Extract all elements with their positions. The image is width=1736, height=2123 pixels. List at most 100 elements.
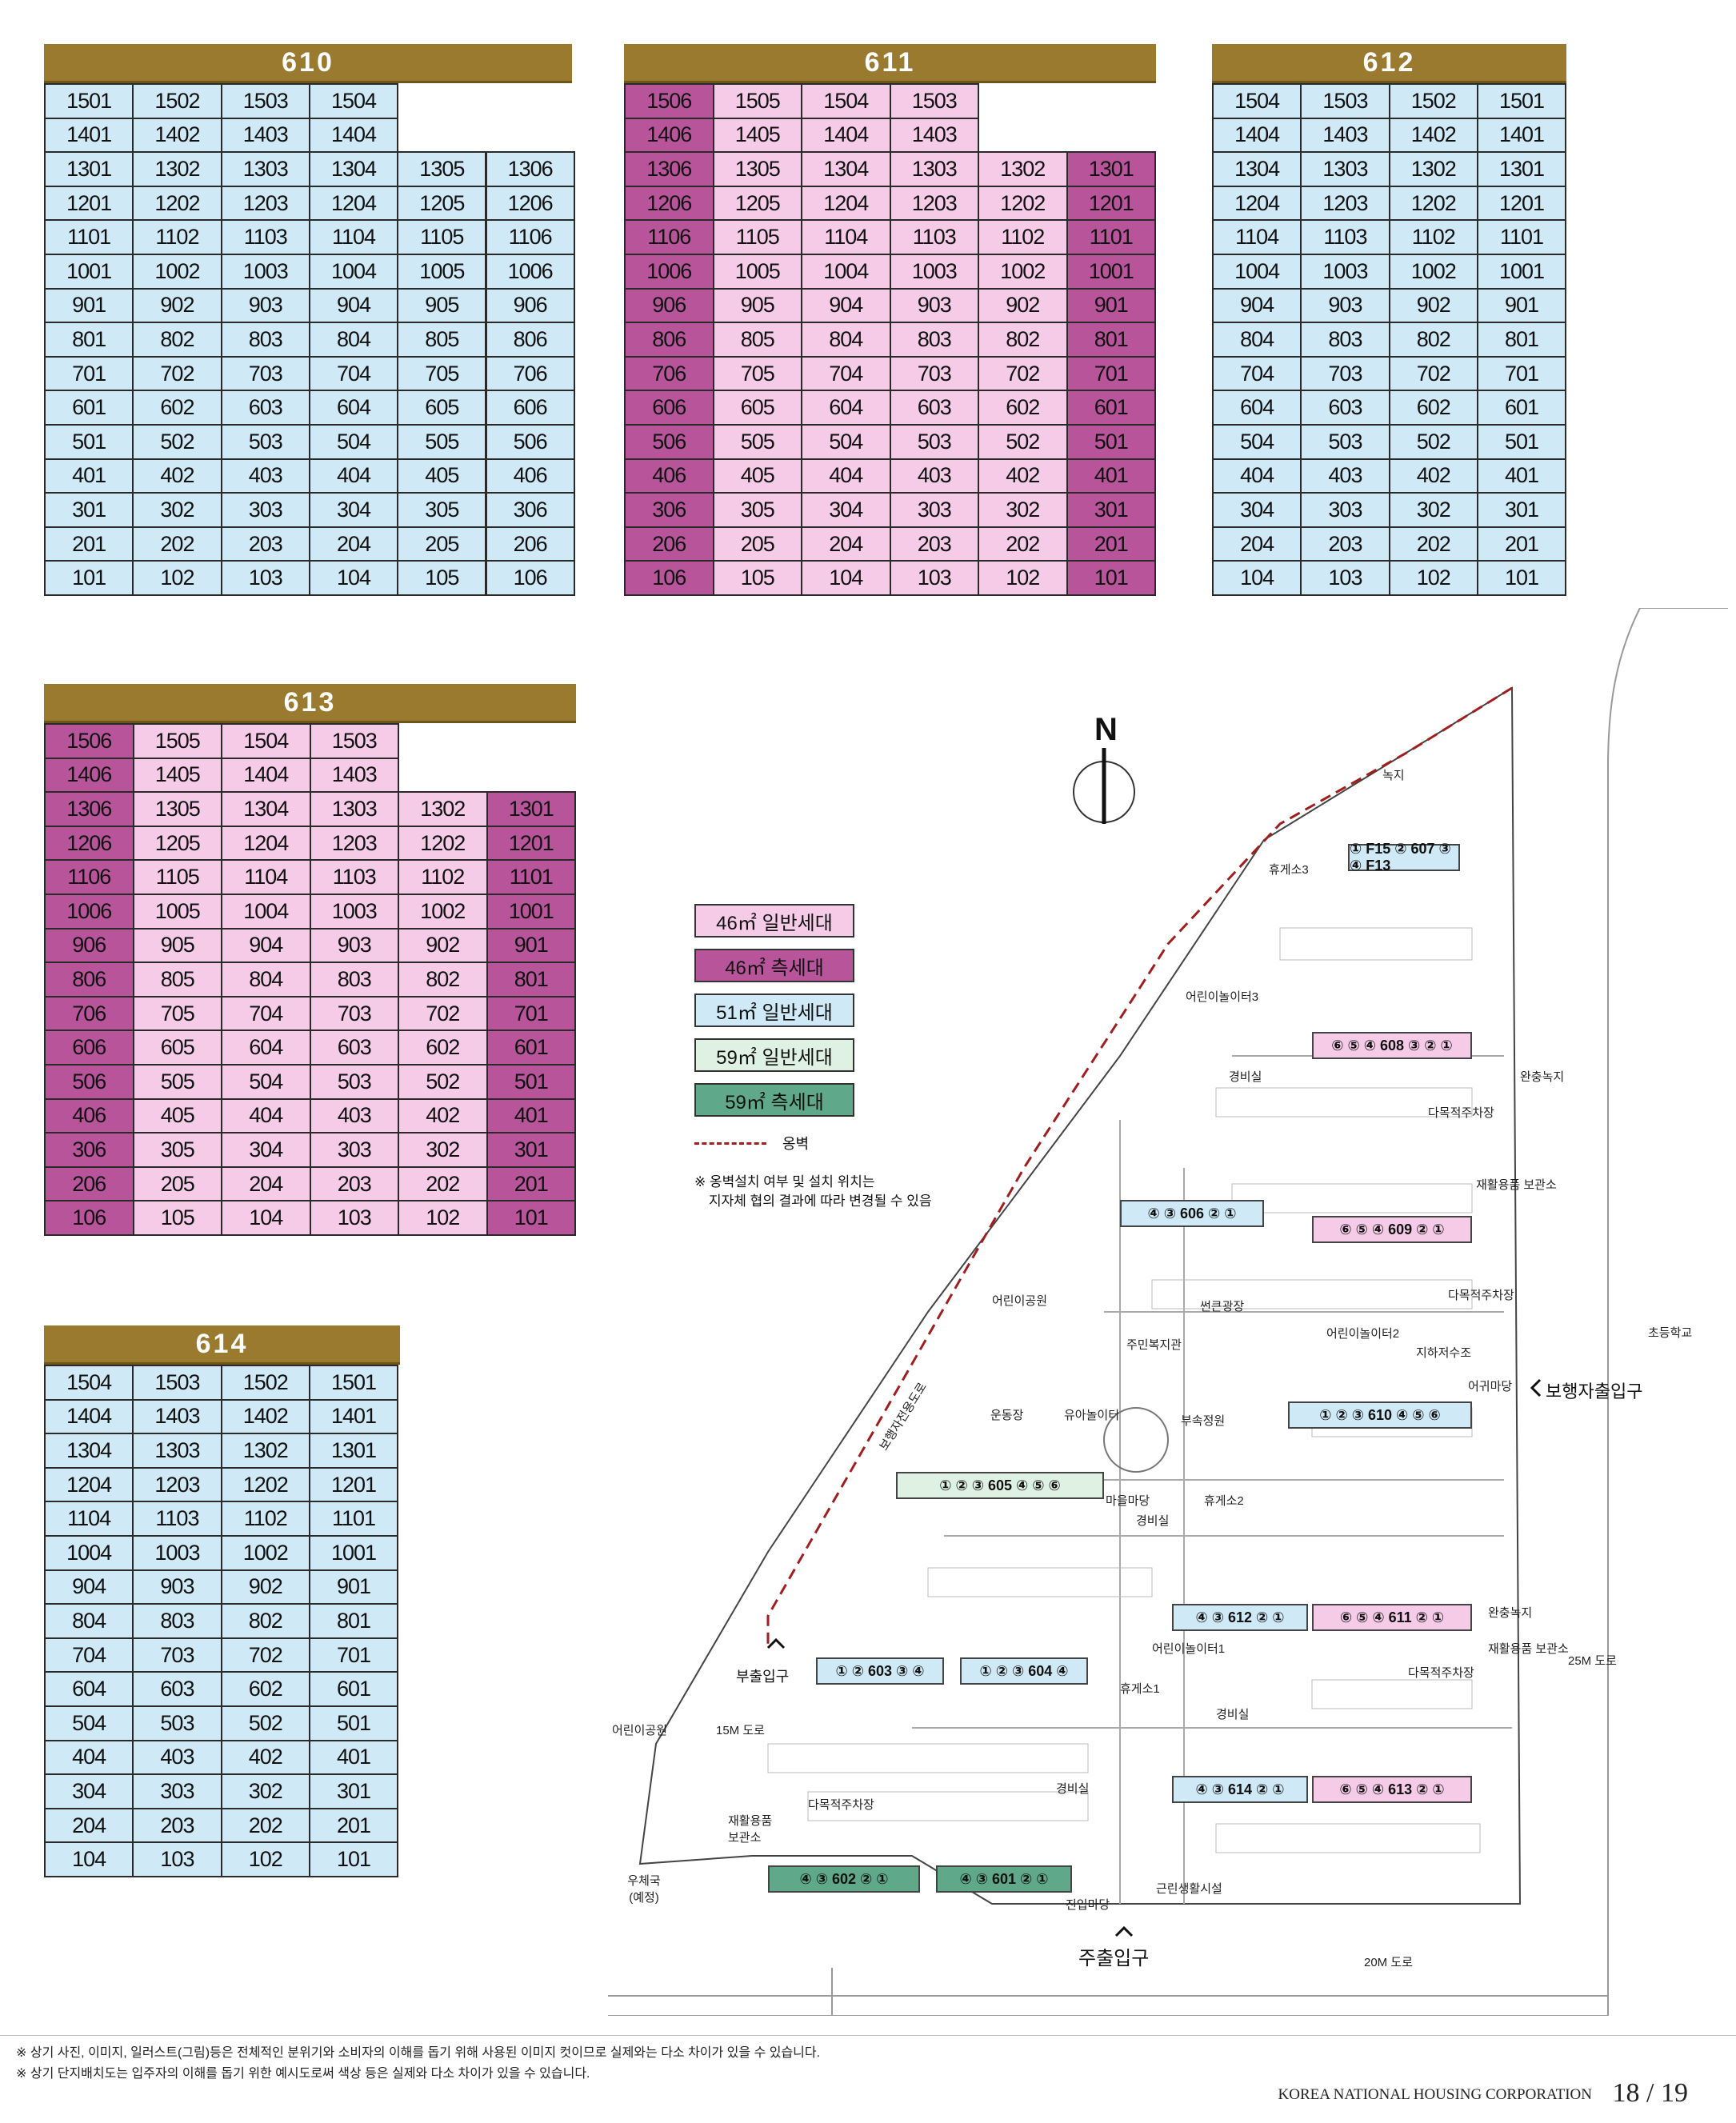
unit-cell: 703 [1300, 355, 1390, 392]
unit-cell: 1504 [44, 1365, 134, 1401]
unit-cell: 1103 [309, 859, 399, 895]
map-building-613: ⑥ ⑤ ④ 613 ② ① [1312, 1776, 1472, 1803]
unit-cell: 104 [44, 1841, 134, 1877]
label-sub-entrance: 부출입구 [736, 1669, 790, 1685]
unit-cell: 605 [132, 1030, 222, 1065]
unit-cell: 1004 [308, 254, 399, 290]
unit-cell: 906 [485, 287, 575, 324]
unit-cell: 304 [221, 1132, 311, 1168]
map-building-609: ⑥ ⑤ ④ 609 ② ① [1312, 1216, 1472, 1243]
unit-cell: 904 [801, 287, 891, 324]
unit-cell: 302 [220, 1773, 310, 1809]
unit-cell: 1302 [1388, 151, 1478, 187]
unit-cell: 506 [485, 424, 575, 460]
unit-cell: 1203 [132, 1466, 222, 1503]
unit-cell: 704 [801, 355, 891, 392]
unit-cell: 306 [624, 492, 714, 528]
unit-cell: 1101 [1066, 219, 1156, 255]
unit-cell: 101 [486, 1200, 576, 1236]
unit-cell: 502 [978, 424, 1068, 460]
unit-cell: 1102 [220, 1501, 310, 1537]
unit-cell: 406 [44, 1097, 134, 1134]
unit-cell: 1401 [308, 1398, 399, 1435]
unit-cell: 704 [221, 995, 311, 1032]
unit-cell: 603 [309, 1030, 399, 1065]
unit-cell: 803 [309, 962, 399, 998]
unit-cell: 301 [308, 1773, 399, 1809]
unit-cell: 1205 [397, 185, 487, 222]
unit-cell: 502 [398, 1064, 488, 1100]
unit-cell: 1501 [44, 83, 134, 119]
unit-cell: 105 [397, 560, 487, 596]
legend-note: ※ 옹벽설치 여부 및 설치 위치는 지자체 협의 결과에 따라 변경될 수 있… [694, 1173, 982, 1211]
unit-cell: 106 [624, 560, 714, 596]
unit-cell: 302 [978, 492, 1068, 528]
unit-cell: 403 [132, 1739, 222, 1776]
unit-cell: 1105 [712, 219, 802, 255]
unit-cell: 1004 [221, 894, 311, 930]
unit-cell: 1406 [44, 757, 134, 794]
label-multi-parking2: 다목적주차장 [1448, 1289, 1514, 1302]
label-play1: 어린이놀이터1 [1152, 1642, 1226, 1656]
unit-cell: 201 [44, 526, 134, 562]
label-buffer-green2: 완충녹지 [1488, 1606, 1533, 1620]
label-playground: 어린이공원 [992, 1294, 1048, 1308]
unit-cell: 803 [220, 322, 310, 358]
unit-cell: 1404 [1212, 117, 1302, 154]
unit-cell: 1502 [1388, 83, 1478, 119]
unit-cell: 301 [1066, 492, 1156, 528]
label-buffer-green: 완충녹지 [1520, 1070, 1565, 1084]
label-road25: 25M 도로 [1568, 1654, 1617, 1668]
unit-cell: 401 [44, 458, 134, 494]
label-guard2: 경비실 [1136, 1514, 1170, 1528]
unit-cell: 303 [1300, 492, 1390, 528]
unit-cell: 306 [485, 492, 575, 528]
label-town-hall: 마을마당 [1106, 1494, 1150, 1508]
unit-cell: 201 [1066, 526, 1156, 562]
unit-cell: 1102 [398, 859, 488, 895]
label-rest2: 휴게소2 [1204, 1494, 1244, 1508]
unit-cell: 905 [397, 287, 487, 324]
unit-cell: 1504 [801, 83, 891, 119]
unit-cell: 406 [624, 458, 714, 494]
unit-cell: 1104 [44, 1501, 134, 1537]
unit-cell: 602 [132, 390, 222, 426]
unit-cell: 904 [308, 287, 399, 324]
unit-cell: 705 [712, 355, 802, 392]
unit-cell: 602 [1388, 390, 1478, 426]
unit-cell: 102 [132, 560, 222, 596]
unit-cell: 1102 [132, 219, 222, 255]
unit-cell: 202 [398, 1165, 488, 1202]
unit-cell: 704 [308, 355, 399, 392]
unit-cell: 702 [398, 995, 488, 1032]
unit-cell: 701 [44, 355, 134, 392]
unit-cell: 604 [44, 1671, 134, 1707]
unit-cell: 1001 [1066, 254, 1156, 290]
unit-cell: 904 [44, 1569, 134, 1605]
unit-cell: 705 [397, 355, 487, 392]
unit-cell: 1302 [132, 151, 222, 187]
unit-cell: 103 [889, 560, 979, 596]
label-multi-parking4: 다목적주차장 [808, 1798, 874, 1812]
unit-cell: 503 [220, 424, 310, 460]
unit-cell: 702 [1388, 355, 1478, 392]
unit-cell: 903 [132, 1569, 222, 1605]
unit-cell: 1204 [308, 185, 399, 222]
unit-cell: 104 [308, 560, 399, 596]
unit-cell: 1301 [486, 791, 576, 827]
unit-cell: 502 [132, 424, 222, 460]
unit-cell: 1502 [132, 83, 222, 119]
unit-cell: 201 [486, 1165, 576, 1202]
unit-cell: 1003 [1300, 254, 1390, 290]
unit-cell: 1304 [308, 151, 399, 187]
unit-cell: 605 [397, 390, 487, 426]
unit-cell: 405 [397, 458, 487, 494]
unit-cell: 704 [44, 1637, 134, 1673]
unit-cell: 203 [889, 526, 979, 562]
unit-cell: 1404 [44, 1398, 134, 1435]
legend-46-general: 46㎡ 일반세대 [694, 904, 854, 938]
